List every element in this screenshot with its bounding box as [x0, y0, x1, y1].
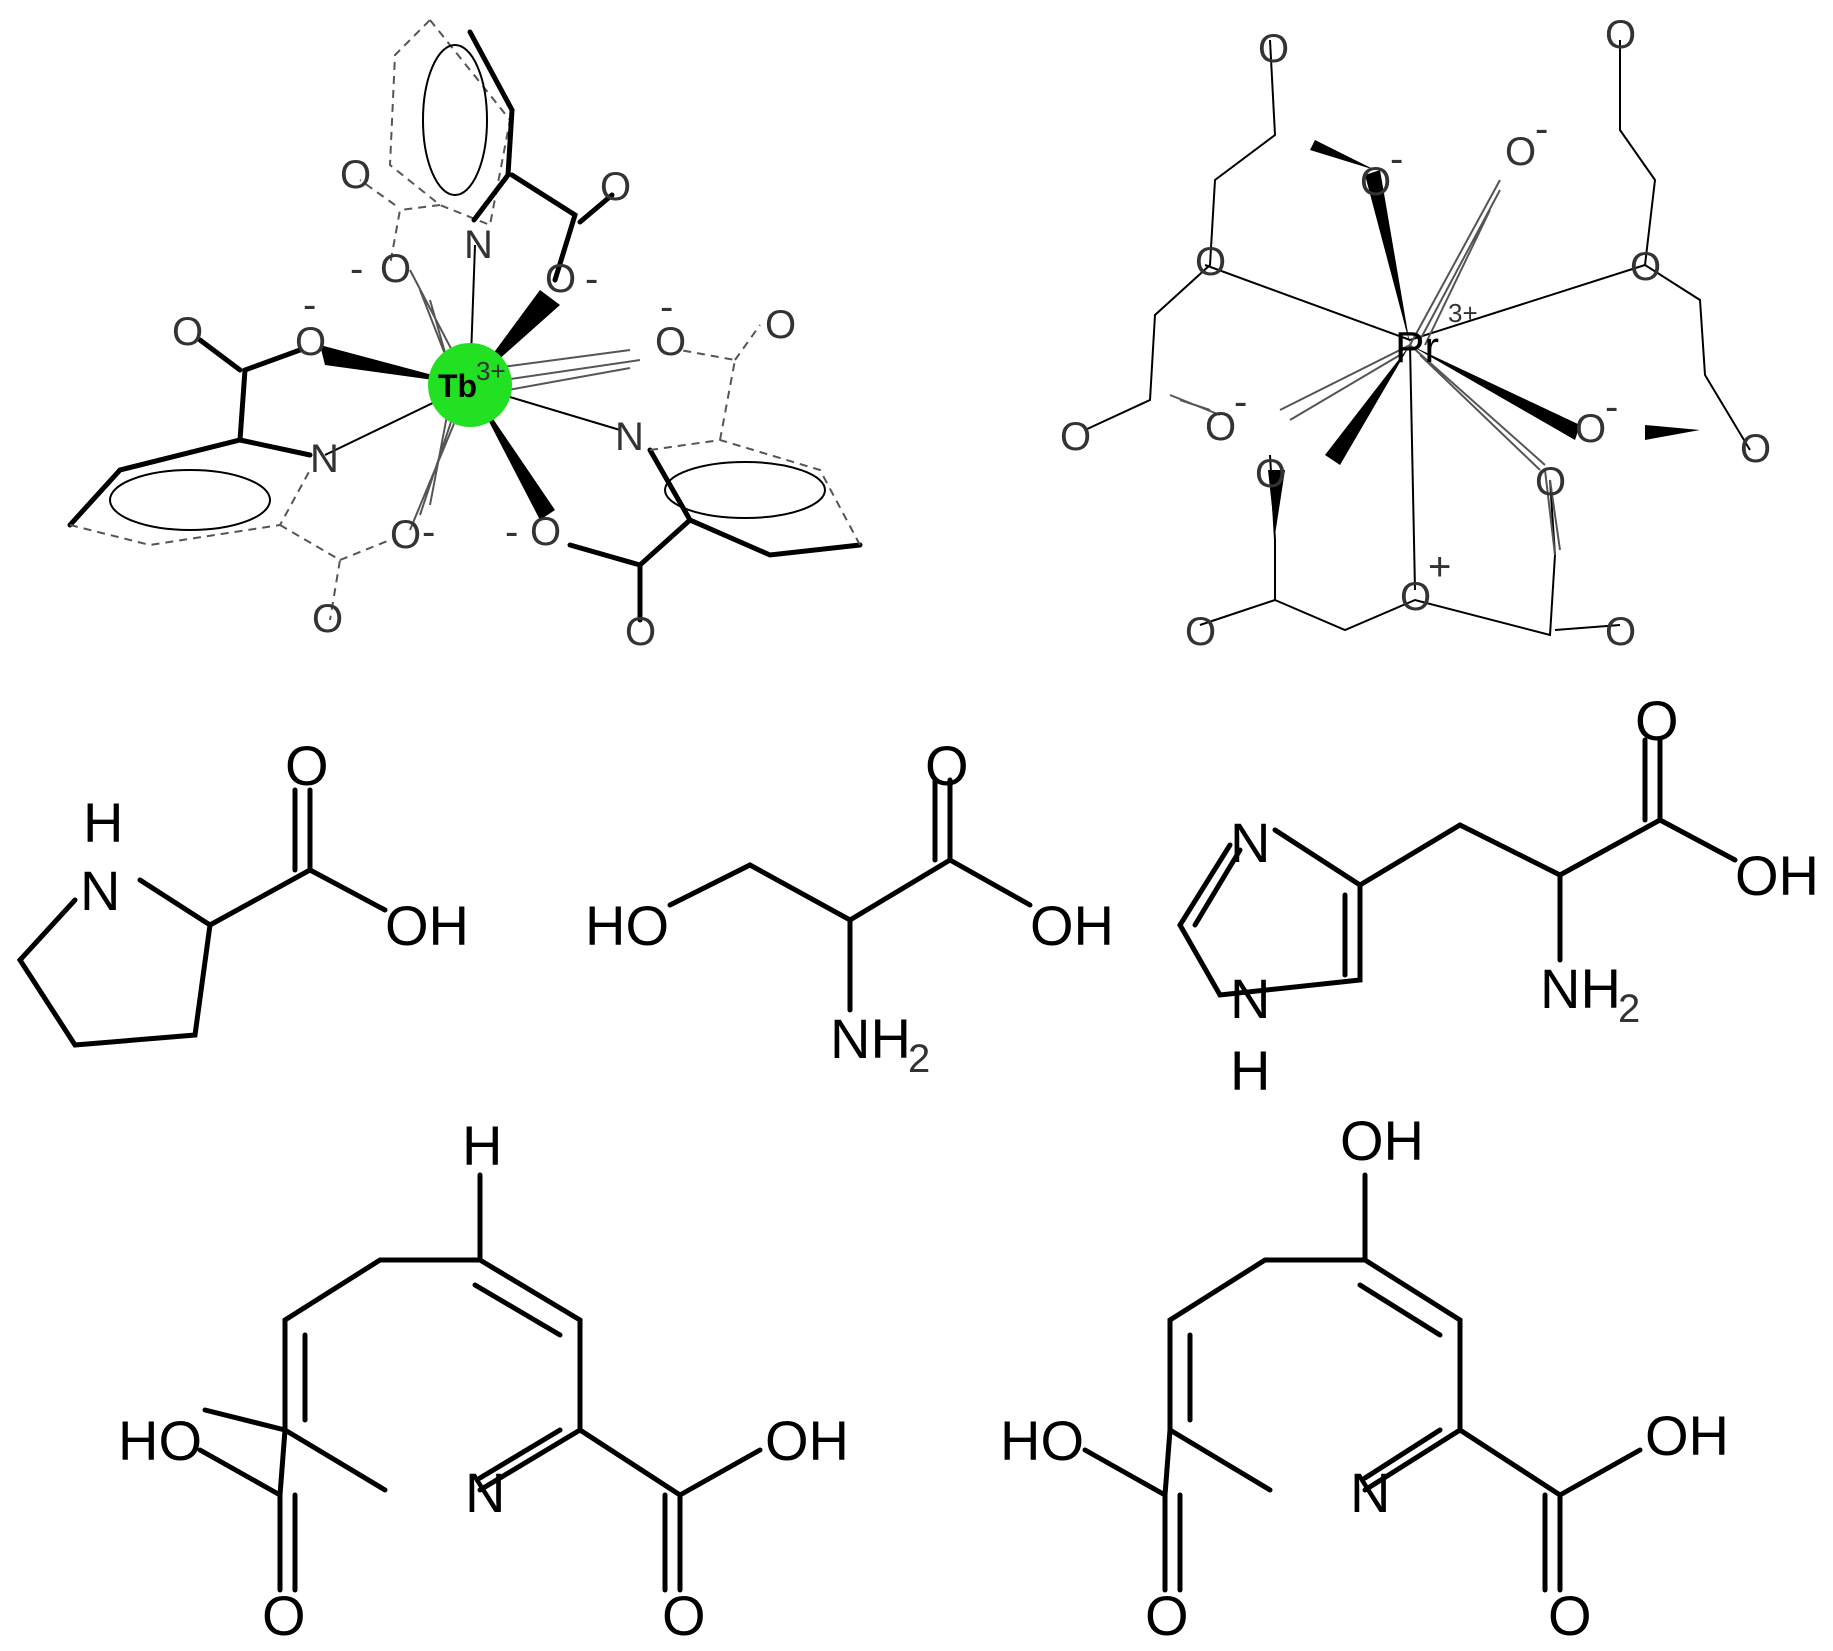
atom-n: N: [1350, 1461, 1390, 1524]
atom-o: O: [655, 320, 686, 364]
pr-ion-charge: 3+: [1448, 298, 1478, 328]
charge-neg: -: [350, 247, 363, 291]
chelidamic-acid-structure: OH N HO OH O O: [1000, 1109, 1729, 1647]
dipicolinic-acid-structure: H N HO OH O O: [118, 1114, 849, 1647]
atom-n: N: [465, 1461, 505, 1524]
atom-oh: OH: [1645, 1404, 1729, 1467]
atom-o: O: [1060, 415, 1091, 459]
charge-neg: -: [1605, 385, 1618, 429]
atom-ho: HO: [1000, 1409, 1084, 1472]
atom-o: O: [1740, 427, 1771, 471]
atom-o: O: [262, 1584, 306, 1647]
atom-o: O: [172, 310, 203, 354]
tb-complex: Tb 3+ N N N O - O - O O O - O O - O O - …: [67, 18, 863, 654]
atom-o: O: [1185, 610, 1216, 654]
atom-o: O: [530, 510, 561, 554]
charge-pos: +: [1428, 545, 1451, 589]
atom-oh: OH: [385, 894, 469, 957]
atom-o: O: [390, 513, 421, 557]
proline-structure: H N O OH: [16, 734, 469, 1048]
charge-neg: -: [1390, 137, 1403, 181]
atom-o: O: [925, 734, 969, 797]
atom-h: H: [462, 1114, 502, 1177]
atom-o: O: [1575, 407, 1606, 451]
atom-o: O: [1360, 160, 1391, 204]
atom-o: O: [1535, 460, 1566, 504]
atom-o: O: [1400, 575, 1431, 619]
atom-n: N: [1230, 811, 1270, 874]
pr-ion-label: Pr: [1395, 323, 1439, 372]
atom-o: O: [1258, 27, 1289, 71]
atom-o: O: [1145, 1584, 1189, 1647]
atom-n: N: [1230, 967, 1270, 1030]
atom-o: O: [1630, 245, 1661, 289]
atom-nh2: NH: [1540, 957, 1621, 1020]
atom-o: O: [1605, 13, 1636, 57]
atom-o: O: [1605, 610, 1636, 654]
atom-oh: OH: [1735, 844, 1819, 907]
atom-o: O: [1548, 1584, 1592, 1647]
atom-o: O: [1255, 452, 1286, 496]
tb-ion-label: Tb: [438, 368, 477, 404]
charge-neg: -: [422, 510, 435, 554]
atom-o: O: [625, 610, 656, 654]
charge-neg: -: [303, 283, 316, 327]
atom-ho: HO: [118, 1409, 202, 1472]
tb-ion-sphere: [428, 343, 512, 427]
charge-neg: -: [505, 510, 518, 554]
tb-ion-charge: 3+: [476, 356, 506, 386]
histidine-structure: N N H O OH NH 2: [1177, 689, 1819, 1102]
atom-o: O: [662, 1584, 706, 1647]
atom-h: H: [83, 791, 123, 854]
charge-neg: -: [1234, 380, 1247, 424]
atom-o: O: [600, 165, 631, 209]
atom-n: N: [615, 415, 644, 459]
atom-h: H: [1230, 1039, 1270, 1102]
atom-o: O: [380, 247, 411, 291]
atom-o: O: [545, 257, 576, 301]
atom-o: O: [1195, 240, 1226, 284]
atom-oh: OH: [1340, 1109, 1424, 1172]
atom-n: N: [80, 859, 120, 922]
atom-o: O: [1205, 405, 1236, 449]
charge-neg: -: [585, 257, 598, 301]
atom-o: O: [312, 597, 343, 641]
atom-o: O: [1505, 130, 1536, 174]
atom-o: O: [340, 153, 371, 197]
charge-neg: -: [660, 285, 673, 329]
subscript-2: 2: [908, 1037, 930, 1081]
atom-o: O: [765, 303, 796, 347]
atom-ho: HO: [585, 894, 669, 957]
atom-nh2: NH: [830, 1007, 911, 1070]
atom-oh: OH: [1030, 894, 1114, 957]
serine-structure: HO O OH NH 2: [585, 734, 1114, 1081]
atom-n: N: [464, 223, 493, 267]
atom-n: N: [310, 437, 339, 481]
atom-oh: OH: [765, 1409, 849, 1472]
pr-complex: Pr 3+ O O - O O O - O O O + O O O - O O …: [1060, 13, 1771, 654]
subscript-2: 2: [1618, 987, 1640, 1031]
atom-o: O: [1635, 689, 1679, 752]
charge-neg: -: [1535, 107, 1548, 151]
atom-o: O: [295, 320, 326, 364]
atom-o: O: [285, 734, 329, 797]
